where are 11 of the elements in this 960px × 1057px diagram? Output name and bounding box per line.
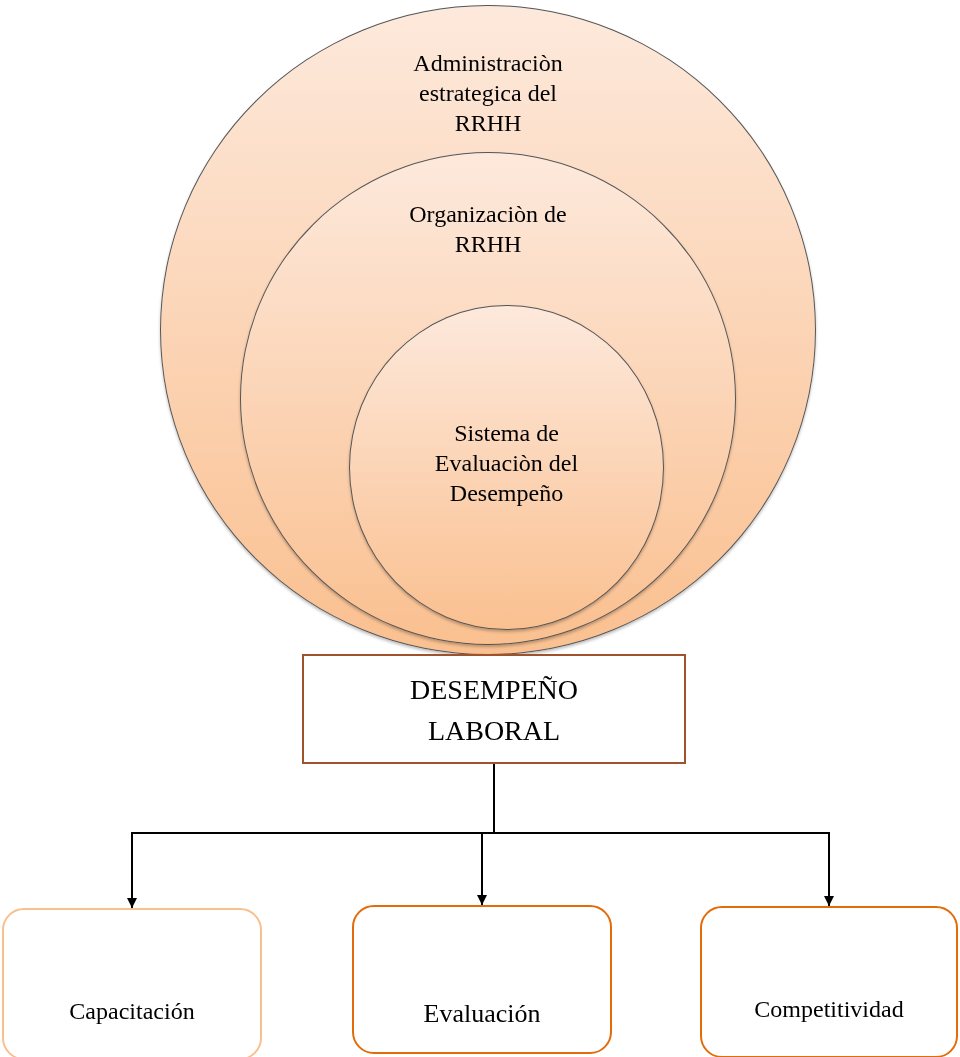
rounded-box	[352, 905, 612, 1054]
node-label: Sistema de Evaluaciòn del Desempeño	[433, 419, 580, 508]
rounded-box	[2, 908, 262, 1057]
node-label: DESEMPEÑO LABORAL	[409, 673, 579, 748]
node-label: Administraciòn estrategica del RRHH	[412, 49, 564, 138]
node-label: Capacitación	[68, 997, 196, 1026]
rounded-box	[700, 906, 958, 1057]
node-label: Organizaciòn de RRHH	[408, 200, 568, 259]
node-label: Competitividad	[753, 995, 905, 1024]
rectangle-box	[302, 654, 686, 764]
node-label: Evaluación	[422, 998, 542, 1030]
